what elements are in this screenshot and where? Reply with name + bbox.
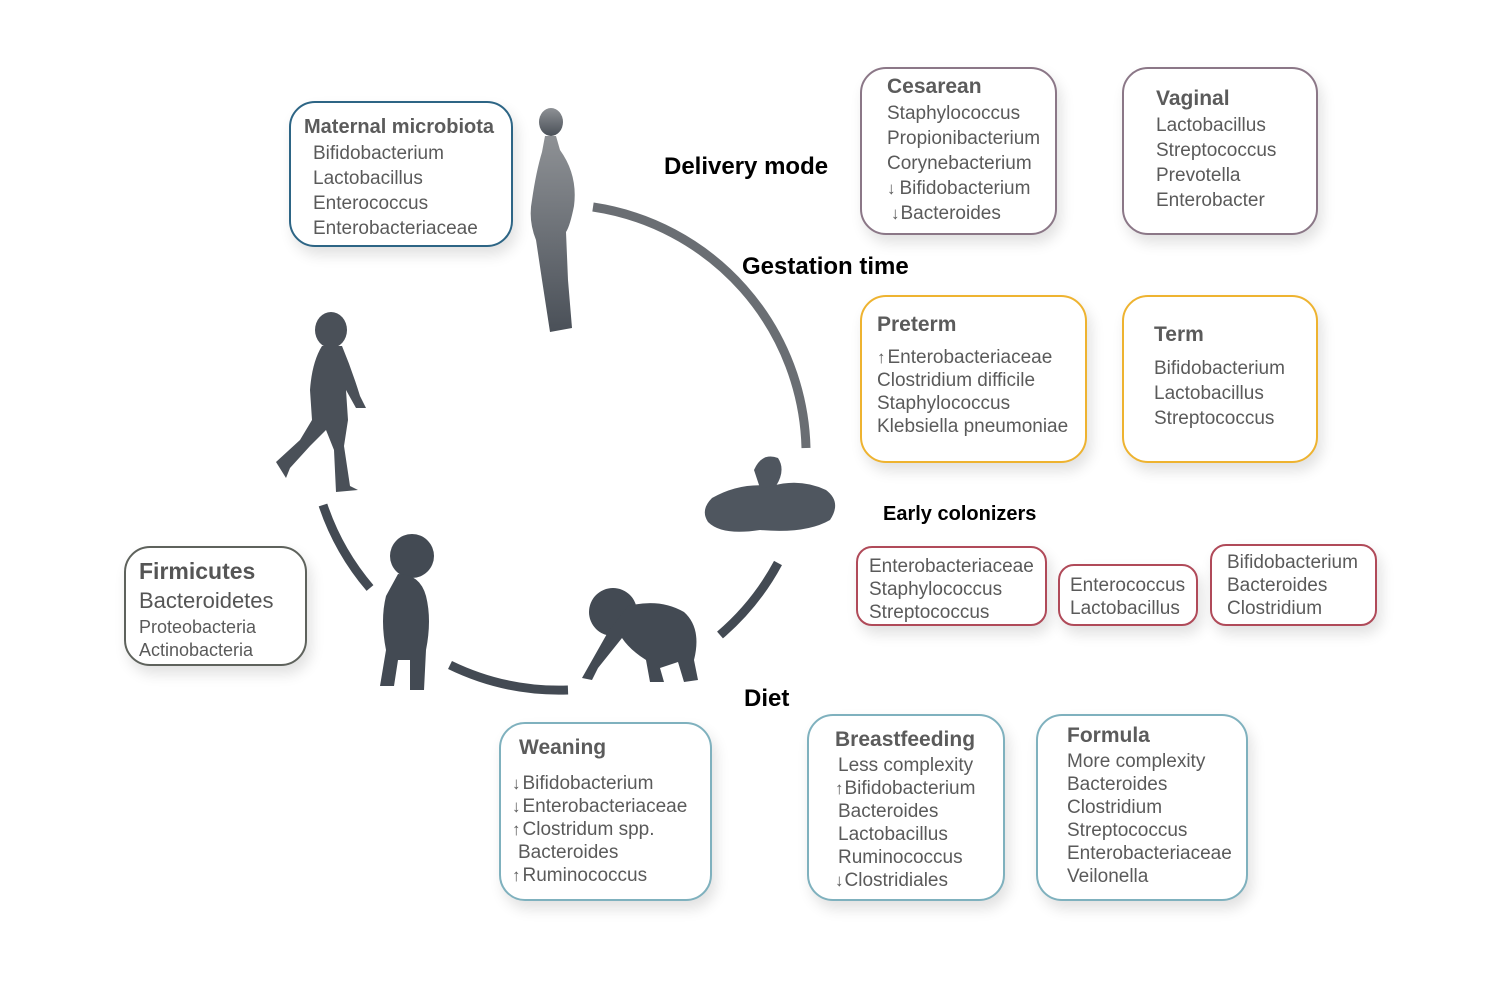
formula-box: Formula More complexity Bacteroides Clos… <box>1036 714 1248 901</box>
early-colonizers-box-3: Bifidobacterium Bacteroides Clostridium <box>1210 544 1377 626</box>
preterm-item: Clostridium difficile <box>877 370 1036 391</box>
early-colonizer-item: Streptococcus <box>869 602 990 623</box>
preterm-item: Klebsiella pneumoniae <box>877 416 1069 437</box>
up-arrow-icon: ↑ <box>877 348 886 367</box>
formula-title: Formula <box>1067 724 1150 747</box>
phylum-proteobacteria: Proteobacteria <box>139 617 257 637</box>
cesarean-box: Cesarean Staphylococcus Propionibacteriu… <box>860 67 1057 235</box>
adult-phyla-box: Firmicutes Bacteroidetes Proteobacteria … <box>124 546 307 666</box>
label-gestation-time: Gestation time <box>742 253 909 280</box>
cesarean-item: Corynebacterium <box>887 153 1032 174</box>
breastfeeding-item: Bacteroides <box>838 801 939 822</box>
down-arrow-icon: ↓ <box>835 871 844 890</box>
term-item: Bifidobacterium <box>1154 358 1285 379</box>
vaginal-title: Vaginal <box>1156 87 1230 110</box>
breastfeeding-item: Less complexity <box>838 755 974 776</box>
up-arrow-icon: ↑ <box>512 820 521 839</box>
breastfeeding-box: Breastfeeding Less complexity ↑Bifidobac… <box>807 714 1005 901</box>
label-delivery-mode: Delivery mode <box>664 153 829 180</box>
term-box: Term Bifidobacterium Lactobacillus Strep… <box>1122 295 1318 463</box>
formula-item: More complexity <box>1067 751 1206 772</box>
breastfeeding-item-decreased: ↓Clostridiales <box>835 870 948 891</box>
walking-child-icon <box>276 312 366 492</box>
early-colonizer-item: Bacteroides <box>1227 575 1328 596</box>
preterm-item: Staphylococcus <box>877 393 1011 414</box>
down-arrow-icon: ↓ <box>891 204 900 223</box>
cycle-arc-4 <box>318 503 374 591</box>
early-colonizer-item: Lactobacillus <box>1070 598 1180 619</box>
label-early-colonizers: Early colonizers <box>883 503 1037 525</box>
newborn-baby-icon <box>704 456 836 532</box>
maternal-item: Enterobacteriaceae <box>313 218 478 239</box>
down-arrow-icon: ↓ <box>512 774 521 793</box>
breastfeeding-item: Ruminococcus <box>838 847 963 868</box>
cesarean-item-decreased: ↓Bacteroides <box>891 203 1001 224</box>
cycle-arc-2 <box>717 560 782 639</box>
maternal-item: Enterococcus <box>313 193 429 214</box>
early-colonizer-item: Staphylococcus <box>869 579 1003 600</box>
early-colonizer-item: Enterobacteriaceae <box>869 556 1034 577</box>
term-title: Term <box>1154 323 1204 346</box>
weaning-item-increased: ↑Ruminococcus <box>512 865 648 886</box>
up-arrow-icon: ↑ <box>512 866 521 885</box>
vaginal-item: Prevotella <box>1156 165 1241 186</box>
vaginal-box: Vaginal Lactobacillus Streptococcus Prev… <box>1122 67 1318 235</box>
vaginal-item: Streptococcus <box>1156 140 1277 161</box>
weaning-title: Weaning <box>519 736 607 759</box>
maternal-item: Bifidobacterium <box>313 143 444 164</box>
breastfeeding-item: Lactobacillus <box>838 824 948 845</box>
cesarean-title: Cesarean <box>887 75 982 98</box>
early-colonizer-item: Clostridium <box>1227 598 1323 619</box>
crawling-baby-icon <box>582 588 698 682</box>
formula-item: Streptococcus <box>1067 820 1188 841</box>
pregnant-woman-icon <box>530 108 575 332</box>
cycle-arc-1 <box>592 202 811 449</box>
label-diet: Diet <box>744 685 790 712</box>
maternal-item: Lactobacillus <box>313 168 423 189</box>
preterm-item-increased: ↑Enterobacteriaceae <box>877 347 1053 368</box>
up-arrow-icon: ↑ <box>835 779 844 798</box>
vaginal-item: Enterobacter <box>1156 190 1265 211</box>
term-item: Lactobacillus <box>1154 383 1264 404</box>
early-colonizers-box-1: Enterobacteriaceae Staphylococcus Strept… <box>856 546 1047 626</box>
term-item: Streptococcus <box>1154 408 1275 429</box>
maternal-title: Maternal microbiota <box>304 116 495 138</box>
early-colonizer-item: Bifidobacterium <box>1227 552 1358 573</box>
early-colonizer-item: Enterococcus <box>1070 575 1186 596</box>
cesarean-item: Propionibacterium <box>887 128 1041 149</box>
breastfeeding-title: Breastfeeding <box>835 728 976 751</box>
phylum-firmicutes: Firmicutes <box>139 558 256 584</box>
phylum-actinobacteria: Actinobacteria <box>139 640 254 660</box>
down-arrow-icon: ↓ <box>512 797 521 816</box>
breastfeeding-item-increased: ↑Bifidobacterium <box>835 778 976 799</box>
vaginal-item: Lactobacillus <box>1156 115 1266 136</box>
cesarean-item: Staphylococcus <box>887 103 1021 124</box>
weaning-item-decreased: ↓Enterobacteriaceae <box>512 796 688 817</box>
early-colonizers-box-2: Enterococcus Lactobacillus <box>1058 564 1198 626</box>
weaning-item-increased: ↑Clostridum spp. <box>512 819 655 840</box>
formula-item: Bacteroides <box>1067 774 1168 795</box>
toddler-icon <box>380 534 434 690</box>
cycle-arc-3 <box>448 660 569 695</box>
preterm-box: Preterm ↑Enterobacteriaceae Clostridium … <box>860 295 1087 463</box>
preterm-title: Preterm <box>877 313 957 336</box>
formula-item: Clostridium <box>1067 797 1163 818</box>
down-arrow-icon: ↓ <box>887 179 896 198</box>
cesarean-item-decreased: ↓Bifidobacterium <box>887 178 1031 199</box>
weaning-item-decreased: ↓Bifidobacterium <box>512 773 654 794</box>
maternal-microbiota-box: Maternal microbiota Bifidobacterium Lact… <box>289 101 513 247</box>
formula-item: Enterobacteriaceae <box>1067 843 1232 864</box>
weaning-box: Weaning ↓Bifidobacterium ↓Enterobacteria… <box>499 722 712 901</box>
weaning-item: Bacteroides <box>518 842 619 863</box>
phylum-bacteroidetes: Bacteroidetes <box>139 588 274 613</box>
formula-item: Veilonella <box>1067 866 1149 887</box>
